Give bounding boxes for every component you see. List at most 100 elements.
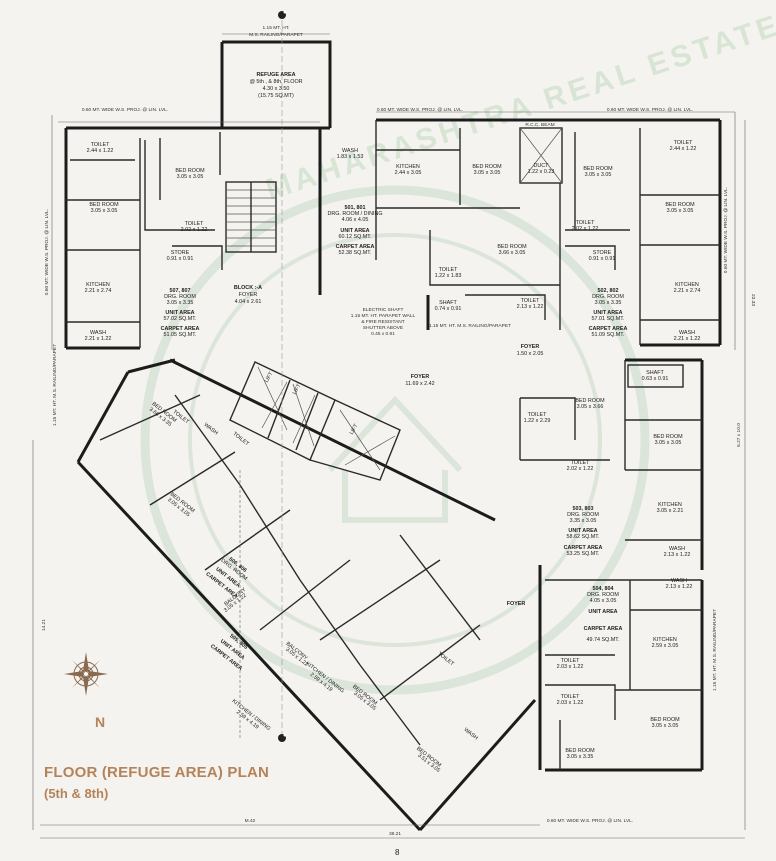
nc-bed1-size: 3.05 x 3.05	[474, 170, 501, 176]
dim-left: 14.21	[41, 619, 47, 631]
nc-shaft: SHAFT	[439, 300, 457, 306]
electric-shaft-1: ELECTRIC SHAFT	[363, 307, 404, 313]
e-shaft-size: 0.63 x 0.91	[642, 376, 669, 382]
bottom-proj: 0.60 MT. WIDE W.S. PROJ. @ LIN. LVL.	[547, 818, 633, 824]
se-toilet1-size: 2.03 x 1.22	[557, 664, 584, 670]
refuge-area-sqmt: (15.75 SQ.MT)	[258, 93, 294, 99]
sheet-number: 8	[395, 848, 400, 857]
proj-mid-label: 0.60 MT. WIDE W.S. PROJ. @ LIN. LVL.	[377, 107, 463, 113]
block-label: BLOCK :-A	[234, 285, 262, 291]
e-carpet-area: CARPET AREA	[564, 545, 603, 551]
se-drg-size: 4.05 x 3.05	[590, 598, 617, 604]
nw-bed2: BED ROOM	[89, 202, 119, 208]
dim-bottom-2: 38.21	[389, 831, 401, 837]
refuge-area-size: 4.30 x 3.50	[263, 86, 290, 92]
nw-kitchen: KITCHEN	[86, 282, 110, 288]
ne-wash-size: 2.21 x 1.22	[674, 336, 701, 342]
top-railing-1: 1.15 MT. HT.	[263, 25, 290, 31]
nc-kitchen: KITCHEN	[396, 164, 420, 170]
se-wash-size: 2.13 x 1.22	[666, 584, 693, 590]
block-foyer-label: FOYER	[239, 292, 258, 298]
ne-unit-no: 502, 802	[598, 288, 619, 294]
nw-store-size: 0.91 x 0.91	[167, 256, 194, 262]
ne-wash: WASH	[679, 330, 695, 336]
ne-store: STORE	[593, 250, 612, 256]
nw-wash: WASH	[90, 330, 106, 336]
electric-shaft-5: 0.45 x 0.91	[371, 331, 395, 337]
nw-bed2-size: 3.05 x 3.05	[91, 208, 118, 214]
nw-carpet-area-val: 51.05 SQ.MT.	[164, 332, 197, 338]
side-left-rail: 1.15 MT. HT. M.S. RAILING/PARAPET	[52, 344, 58, 426]
sw-toilet-b: TOILET	[231, 431, 250, 448]
side-right-rail: 1.15 MT. HT. M.S. RAILING/PARAPET	[712, 609, 718, 691]
ne-unit-area-val: 57.01 SQ.MT.	[592, 316, 625, 322]
nw-toilet-size: 2.44 x 1.22	[87, 148, 114, 154]
dim-right-2: 6.27 x 10.0	[736, 423, 742, 447]
block-foyer-size: 4.04 x 2.61	[235, 299, 262, 305]
se-unit-no: 504, 804	[593, 586, 614, 592]
railing-mid-label: 1.15 MT. HT. M.S. RAILING/PARAPET	[429, 323, 511, 329]
refuge-area-title: REFUGE AREA	[256, 72, 295, 78]
se-bed1-size: 3.05 x 3.05	[652, 723, 679, 729]
nw-drg-size: 3.05 x 3.35	[167, 300, 194, 306]
dimension-lines	[32, 10, 746, 839]
proj-right-label: 0.60 MT. WIDE W.S. PROJ. @ LIN. LVL.	[607, 107, 693, 113]
interior-walls	[66, 120, 720, 770]
perimeter-walls	[64, 40, 722, 832]
nc-toilet1-size: 1.22 x 1.83	[435, 273, 462, 279]
nw-store: STORE	[171, 250, 190, 256]
ne-toilet2: TOILET	[576, 220, 595, 226]
se-kitchen-size: 2.59 x 3.05	[652, 643, 679, 649]
nc-carpet-area-val: 52.38 SQ.MT.	[339, 250, 372, 256]
se-wash: WASH	[671, 578, 687, 584]
e-drg: DRG. ROOM	[567, 512, 599, 518]
se-drg: DRG. ROOM	[587, 592, 619, 598]
e-toilet2-size: 2.02 x 1.22	[567, 466, 594, 472]
sw-wash-b: WASH	[462, 727, 478, 742]
nc-toilet2: TOILET	[521, 298, 540, 304]
se-carpet-area-val: 49.74 SQ.MT.	[587, 637, 620, 643]
e-kitchen: KITCHEN	[658, 502, 682, 508]
plan-title: FLOOR (REFUGE AREA) PLAN	[44, 764, 270, 781]
foyer-small-label: FOYER	[507, 601, 526, 607]
nw-toilet2: TOILET	[185, 221, 204, 227]
ne-toilet2-size: 2.02 x 1.22	[572, 226, 599, 232]
ne-kitchen: KITCHEN	[675, 282, 699, 288]
plan-caption: FLOOR (REFUGE AREA) PLAN (5th & 8th)	[44, 764, 269, 801]
e-wash: WASH	[669, 546, 685, 552]
e-unit-area: UNIT AREA	[568, 528, 597, 534]
se-kitchen: KITCHEN	[653, 637, 677, 643]
proj-left-label: 0.60 MT. WIDE W.S. PROJ. @ LIN. LVL.	[82, 107, 168, 113]
nc-toilet1: TOILET	[439, 267, 458, 273]
e-wash-size: 2.13 x 1.22	[664, 552, 691, 558]
nc-drg-size: 4.06 x 4.05	[342, 217, 369, 223]
electric-shaft-2: 1.15 MT. HT. PARAPET WALL	[351, 313, 416, 319]
e-unit-no: 503, 803	[573, 506, 594, 512]
e-shaft: SHAFT	[646, 370, 664, 376]
nc-wash: WASH	[342, 148, 358, 154]
ne-bed1-size: 3.05 x 3.05	[585, 172, 612, 178]
e-bed2: BED ROOM	[653, 434, 683, 440]
annotations: 1.15 MT. HT. M.S. RAILING/PARAPET REFUGE…	[41, 25, 756, 837]
top-railing-2: M.S. RAILING/PARAPET	[249, 32, 303, 38]
nw-carpet-area: CARPET AREA	[161, 326, 200, 332]
nw-unit-area-val: 57.02 SQ.MT.	[164, 316, 197, 322]
nc-drg: DRG. ROOM / DINING	[327, 211, 382, 217]
e-kitchen-size: 3.05 x 2.21	[657, 508, 684, 514]
se-unit-area: UNIT AREA	[588, 609, 617, 615]
e-carpet-area-val: 53.25 SQ.MT.	[567, 551, 600, 557]
nw-unit-no: 507, 807	[170, 288, 191, 294]
ne-bed1: BED ROOM	[583, 166, 613, 172]
nc-bed2: BED ROOM	[497, 244, 527, 250]
nc-wash-size: 1.83 x 1.53	[337, 154, 364, 160]
e-toilet2: TOILET	[571, 460, 590, 466]
nc-bed2-size: 3.66 x 3.05	[499, 250, 526, 256]
ne-store-size: 0.91 x 0.91	[589, 256, 616, 262]
nc-unit-no: 501, 801	[345, 205, 366, 211]
nc-duct: DUCT	[534, 163, 550, 169]
foyer-center-size: 11.69 x 2.42	[405, 381, 434, 387]
electric-shaft-4: SHUTTER ABOVE	[363, 325, 403, 331]
ne-drg-size: 3.05 x 3.35	[595, 300, 622, 306]
nc-shaft-size: 0.74 x 0.91	[435, 306, 462, 312]
nc-bed1: BED ROOM	[472, 164, 502, 170]
